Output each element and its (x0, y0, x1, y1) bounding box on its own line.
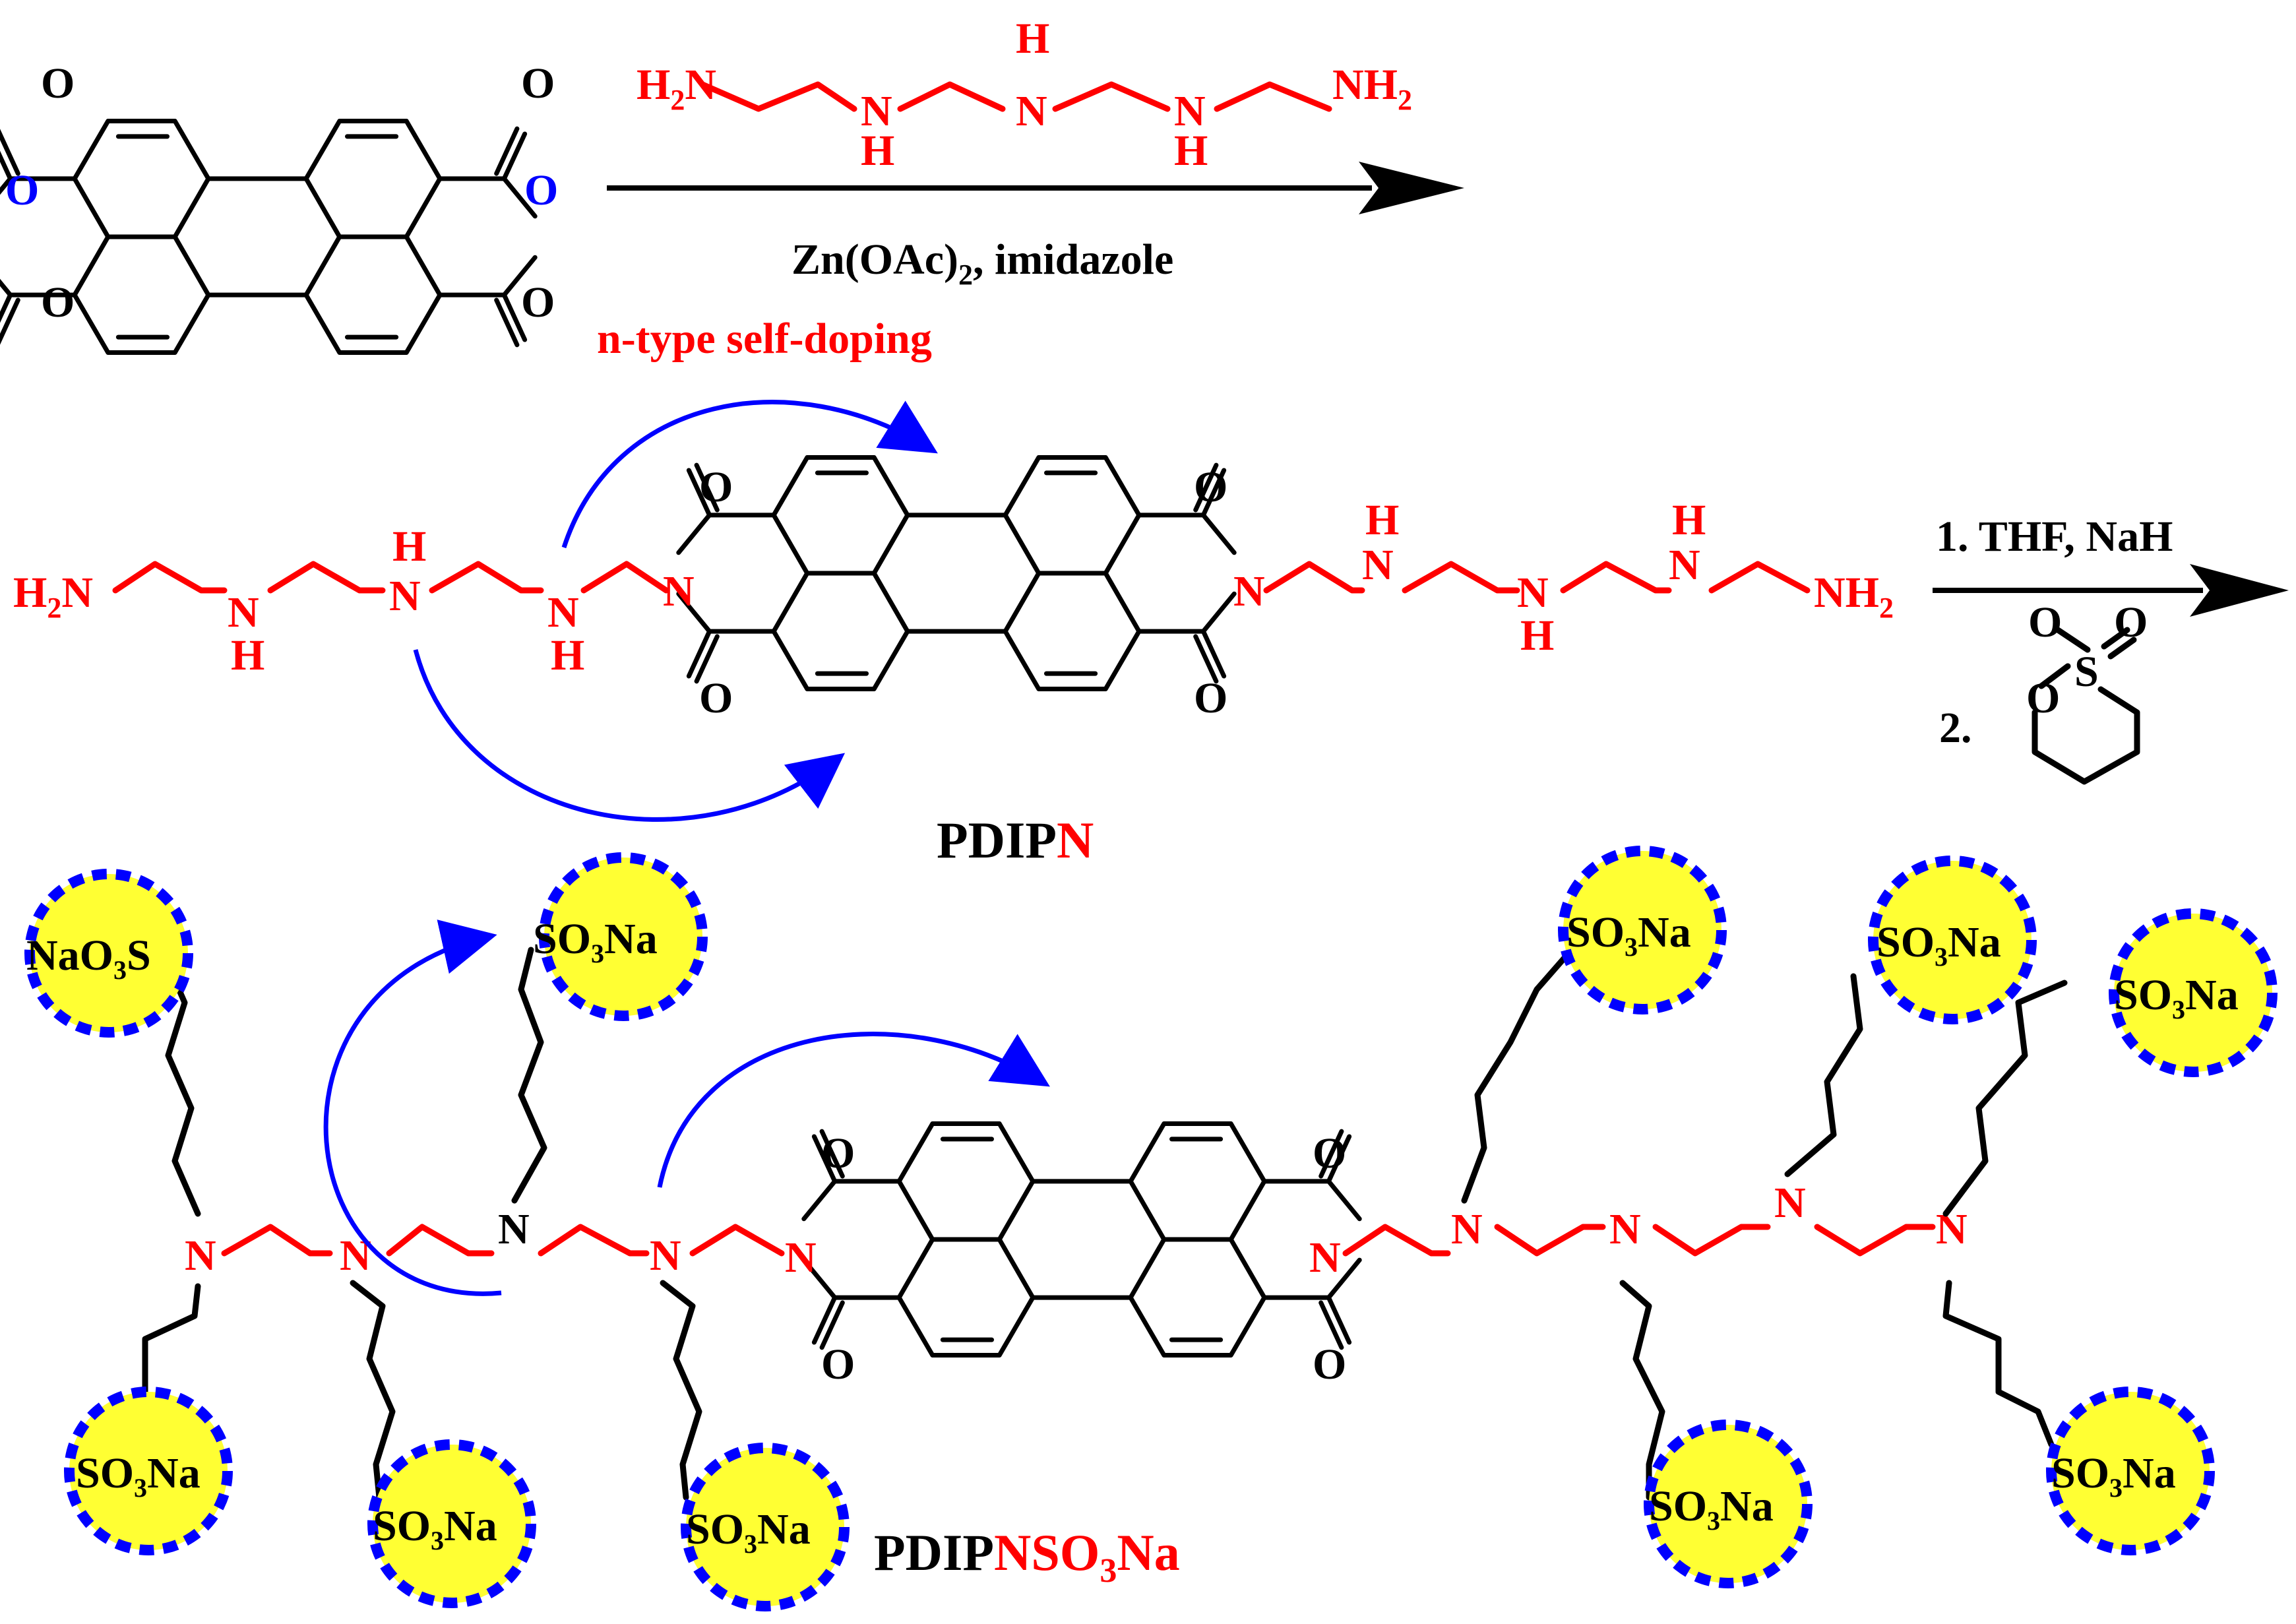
svg-text:SO3Na: SO3Na (2114, 971, 2239, 1024)
reagent-n2: N (1016, 87, 1047, 135)
pdipn-h-c: H (551, 631, 584, 679)
nh2-label: NH2 (1332, 61, 1412, 116)
sulfonate-ball-9: SO3Na (1644, 1420, 1813, 1588)
doping-arrow-row3-left (323, 920, 502, 1296)
pdipn-label: PDIPN (937, 811, 1094, 869)
final-n-7: N (1774, 1179, 1806, 1227)
doping-arrow-upper (561, 400, 938, 549)
atom-o-top-right: O (521, 59, 555, 108)
svg-text:SO3Na: SO3Na (533, 915, 658, 968)
sulfonate-ball-8: SO3Na (2109, 908, 2278, 1077)
sulfopropyl-arms (112, 933, 2068, 1501)
h2n-label: H2N (636, 61, 716, 116)
pdipn-o4: O (1194, 674, 1227, 722)
sultone-o1: O (2028, 598, 2062, 646)
sulfonate-ball-2: SO3Na (533, 852, 708, 1021)
condition-step2-line2: 2. (1939, 704, 1972, 752)
pdipn-h-e: H (1520, 611, 1554, 660)
final-o2: O (821, 1340, 855, 1389)
pdipn-n-f: N (1669, 541, 1700, 589)
condition-step1: Zn(OAc)2, imidazole (791, 235, 1173, 291)
reagent-h1: H (861, 127, 894, 175)
svg-text:SO3Na: SO3Na (2051, 1449, 2176, 1503)
self-doping-label: n-type self-doping (597, 315, 932, 363)
atom-o-bottom-left: O (41, 278, 75, 327)
final-left-backbone: N N N N (185, 1205, 785, 1280)
pdipn-right-chain: N H N H N H NH2 (1263, 496, 1894, 660)
sultone-o2: O (2114, 598, 2148, 646)
svg-text:SO3Na: SO3Na (1567, 908, 1691, 962)
pdipn-left-chain: H2N N H N H N H (13, 522, 669, 679)
svg-text:SO3Na: SO3Na (686, 1505, 811, 1559)
pdipn-n-c: N (547, 588, 579, 637)
sulfonate-ball-10: SO3Na (2046, 1387, 2215, 1555)
reaction-arrow-1 (607, 162, 1464, 214)
final-n-1: N (185, 1232, 216, 1280)
pdipn-n-a: N (228, 588, 259, 637)
propane-sultone: O S O O (2026, 598, 2148, 785)
pdipn-core (679, 458, 1234, 689)
final-imide-n-right: N (1309, 1234, 1341, 1282)
reagent-n3: N (1174, 87, 1206, 135)
pentaethylenehexamine: H2N N H N H N H NH2 (636, 15, 1412, 175)
reagent-h3: H (1174, 127, 1208, 175)
reagent-n1: N (861, 87, 892, 135)
pdipn-h-b: H (392, 522, 426, 571)
sulfonate-ball-7: SO3Na (1868, 856, 2037, 1024)
pdipn-n-b: N (389, 572, 421, 620)
atom-o-ring-left: O (5, 166, 39, 214)
final-n-3: N (498, 1205, 530, 1253)
svg-text:SO3Na: SO3Na (1877, 918, 2001, 972)
doping-arrow-row3-right (657, 1032, 1050, 1188)
reagent-h2: H (1016, 15, 1049, 63)
final-o4: O (1313, 1340, 1346, 1389)
pdipn-o3: O (1194, 463, 1227, 511)
pdipn-imide-n-right: N (1233, 567, 1265, 615)
pdipn-o1: O (699, 463, 733, 511)
svg-text:NaO3S: NaO3S (26, 931, 151, 985)
final-imide-n-left: N (785, 1234, 817, 1282)
final-o3: O (1313, 1129, 1346, 1177)
sulfonate-ball-6: SO3Na (1558, 846, 1727, 1015)
sultone-o-ring: O (2026, 674, 2060, 722)
final-right-backbone: N N N N (1342, 1179, 1968, 1257)
sulfonate-ball-1: NaO3S (24, 869, 193, 1038)
atom-o-ring-right: O (524, 166, 558, 214)
pdipn-h2n: H2N (13, 569, 93, 624)
reaction-arrow-2 (1933, 564, 2289, 617)
svg-text:SO3Na: SO3Na (76, 1449, 201, 1503)
svg-text:SO3Na: SO3Na (1649, 1482, 1774, 1536)
perylene-dianhydride (0, 121, 535, 353)
pdipn-nh2: NH2 (1814, 569, 1894, 624)
final-n-4: N (650, 1232, 681, 1280)
sultone-s: S (2074, 648, 2099, 696)
pdipn-h-f: H (1672, 496, 1706, 544)
atom-o-bottom-right: O (521, 278, 555, 327)
final-o1: O (821, 1129, 855, 1177)
pdipn-n-d: N (1362, 541, 1394, 589)
final-n-6: N (1609, 1205, 1641, 1253)
doping-arrow-lower (413, 649, 846, 822)
final-n-5: N (1451, 1205, 1483, 1253)
pdipn-h-d: H (1365, 496, 1399, 544)
atom-o-top-left: O (41, 59, 75, 108)
condition-step2-line1: 1. THF, NaH (1936, 513, 2173, 561)
sulfonate-ball-3: SO3Na (64, 1387, 233, 1555)
pdipn-h-a: H (231, 631, 264, 679)
sulfonate-ball-4: SO3Na (367, 1439, 536, 1608)
pdipnso3na-label: PDIPNSO3Na (874, 1524, 1180, 1590)
svg-text:SO3Na: SO3Na (373, 1502, 497, 1555)
final-n-8: N (1936, 1205, 1968, 1253)
pdipn-n-e: N (1517, 569, 1549, 617)
sulfonate-ball-5: SO3Na (681, 1443, 850, 1611)
sulfonated-core (804, 1124, 1359, 1356)
pdipn-o2: O (699, 674, 733, 722)
